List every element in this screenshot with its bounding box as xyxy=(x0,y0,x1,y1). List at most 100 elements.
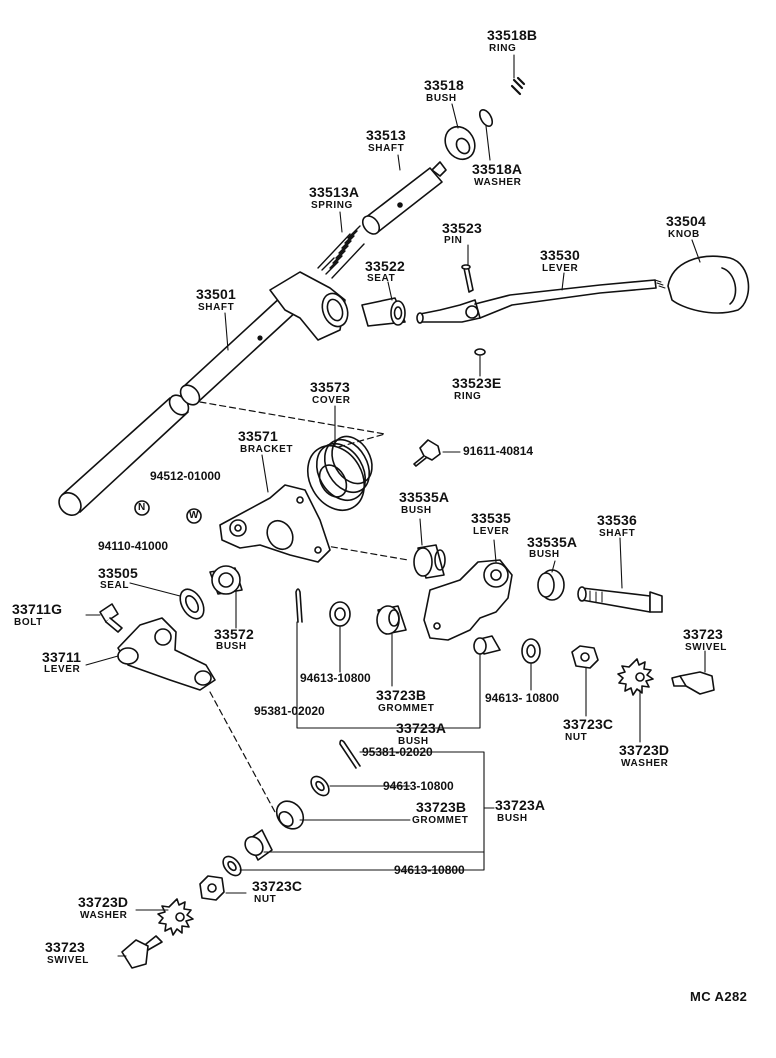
lever-33711-drawing xyxy=(117,617,216,691)
part-name: BOLT xyxy=(14,617,43,628)
bush-33535a-right-drawing xyxy=(537,569,565,601)
part-name: NUT xyxy=(254,894,277,905)
part-name: SHAFT xyxy=(198,302,235,313)
callout-letter-n: N xyxy=(138,502,146,513)
lever-33530-drawing xyxy=(416,279,666,324)
part-number: 33723 xyxy=(45,939,85,955)
swivel-33723-upper-drawing xyxy=(671,671,715,695)
part-name: BUSH xyxy=(398,736,429,747)
washer-94613-upper-a xyxy=(329,601,351,627)
part-name: LEVER xyxy=(542,263,579,274)
part-number: 33723A xyxy=(495,797,546,813)
bolt-91611-drawing xyxy=(413,439,441,467)
part-name: SPRING xyxy=(311,200,353,211)
bolt-33711g-drawing xyxy=(99,603,123,633)
washer-33723d-upper-drawing xyxy=(617,658,654,696)
seal-33505-drawing xyxy=(179,588,205,620)
knob-33504-drawing xyxy=(667,255,750,314)
cotter-pin-95381-lower-drawing xyxy=(339,739,361,769)
part-number: 33530 xyxy=(540,247,580,263)
part-number: 33723A xyxy=(396,720,447,736)
part-name: WASHER xyxy=(474,177,522,188)
swivel-33723-lower-drawing xyxy=(121,935,163,969)
part-number: 33518B xyxy=(487,27,538,43)
part-number: 33723C xyxy=(252,878,303,894)
part-number: 33711G xyxy=(12,601,63,617)
part-name: BUSH xyxy=(216,641,247,652)
part-number: 33711 xyxy=(42,649,82,665)
bush-33572-drawing xyxy=(209,565,243,595)
part-name: LEVER xyxy=(44,664,81,675)
part-number: 33723C xyxy=(563,716,614,732)
part-name: SEAL xyxy=(100,580,130,591)
cover-33573-drawing xyxy=(306,435,373,511)
seat-33522-drawing xyxy=(361,297,406,327)
part-number: 33523E xyxy=(452,375,502,391)
part-name: BUSH xyxy=(426,93,457,104)
part-code: 94512-01000 xyxy=(150,469,221,483)
part-number: 33518A xyxy=(472,161,523,177)
part-code: 94613-10800 xyxy=(383,779,454,793)
part-number: 33513 xyxy=(366,127,406,143)
part-name: LEVER xyxy=(473,526,510,537)
part-name: RING xyxy=(489,43,517,54)
grommet-33723b-upper-drawing xyxy=(376,605,407,635)
part-number: 33513A xyxy=(309,184,360,200)
part-code: 94613- 10800 xyxy=(485,691,560,705)
part-name: WASHER xyxy=(80,910,128,921)
part-number: 33523 xyxy=(442,220,482,236)
part-number: 33723D xyxy=(78,894,129,910)
part-code: 94613-10800 xyxy=(394,863,465,877)
part-name: WASHER xyxy=(621,758,669,769)
part-number: 33535A xyxy=(527,534,578,550)
part-number: 33573 xyxy=(310,379,350,395)
part-name: GROMMET xyxy=(378,703,435,714)
part-name: GROMMET xyxy=(412,815,469,826)
bush-33535a-left-drawing xyxy=(413,544,446,579)
part-number: 33536 xyxy=(597,512,637,528)
pin-33523-drawing xyxy=(461,264,474,293)
part-name: SHAFT xyxy=(599,528,636,539)
shaft-33536-drawing xyxy=(577,586,663,613)
part-name: BRACKET xyxy=(240,444,294,455)
washer-94613-lower-b xyxy=(222,855,242,877)
bush-33518-drawing xyxy=(444,125,476,161)
nut-33723c-upper-drawing xyxy=(571,645,599,669)
cotter-pin-95381-upper-drawing xyxy=(295,588,303,623)
part-number: 33518 xyxy=(424,77,464,93)
part-name: BUSH xyxy=(401,505,432,516)
part-code: 95381-02020 xyxy=(362,745,433,759)
spring-33513a-drawing xyxy=(317,225,365,279)
leader-lines xyxy=(85,54,706,957)
ring-33523e-drawing xyxy=(474,348,486,356)
part-number: 33535A xyxy=(399,489,450,505)
shaft-33501-drawing xyxy=(58,271,349,516)
part-code: 94110-41000 xyxy=(98,539,169,553)
ring-33518b-drawing xyxy=(510,76,526,96)
part-name: RING xyxy=(454,391,482,402)
w-mark-circle xyxy=(186,508,202,524)
part-name: BUSH xyxy=(497,813,528,824)
bush-33723a-lower-drawing xyxy=(244,829,273,861)
part-name: NUT xyxy=(565,732,588,743)
part-name: SEAT xyxy=(367,273,396,284)
diagram-code: MC A282 xyxy=(690,989,748,1004)
part-name: COVER xyxy=(312,395,351,406)
part-number: 33501 xyxy=(196,286,236,302)
part-number: 33723 xyxy=(683,626,723,642)
n-mark-circle xyxy=(134,500,150,516)
part-number: 33572 xyxy=(214,626,254,642)
part-name: SHAFT xyxy=(368,143,405,154)
part-number: 33723B xyxy=(376,687,427,703)
part-code: 95381-02020 xyxy=(254,704,325,718)
part-number: 33571 xyxy=(238,428,278,444)
washer-94613-upper-b xyxy=(521,638,541,664)
part-number: 33522 xyxy=(365,258,405,274)
part-name: SWIVEL xyxy=(685,642,727,653)
washer-33518a-drawing xyxy=(478,109,494,127)
part-number: 33505 xyxy=(98,565,138,581)
part-name: BUSH xyxy=(529,549,560,560)
part-number: 33535 xyxy=(471,510,511,526)
